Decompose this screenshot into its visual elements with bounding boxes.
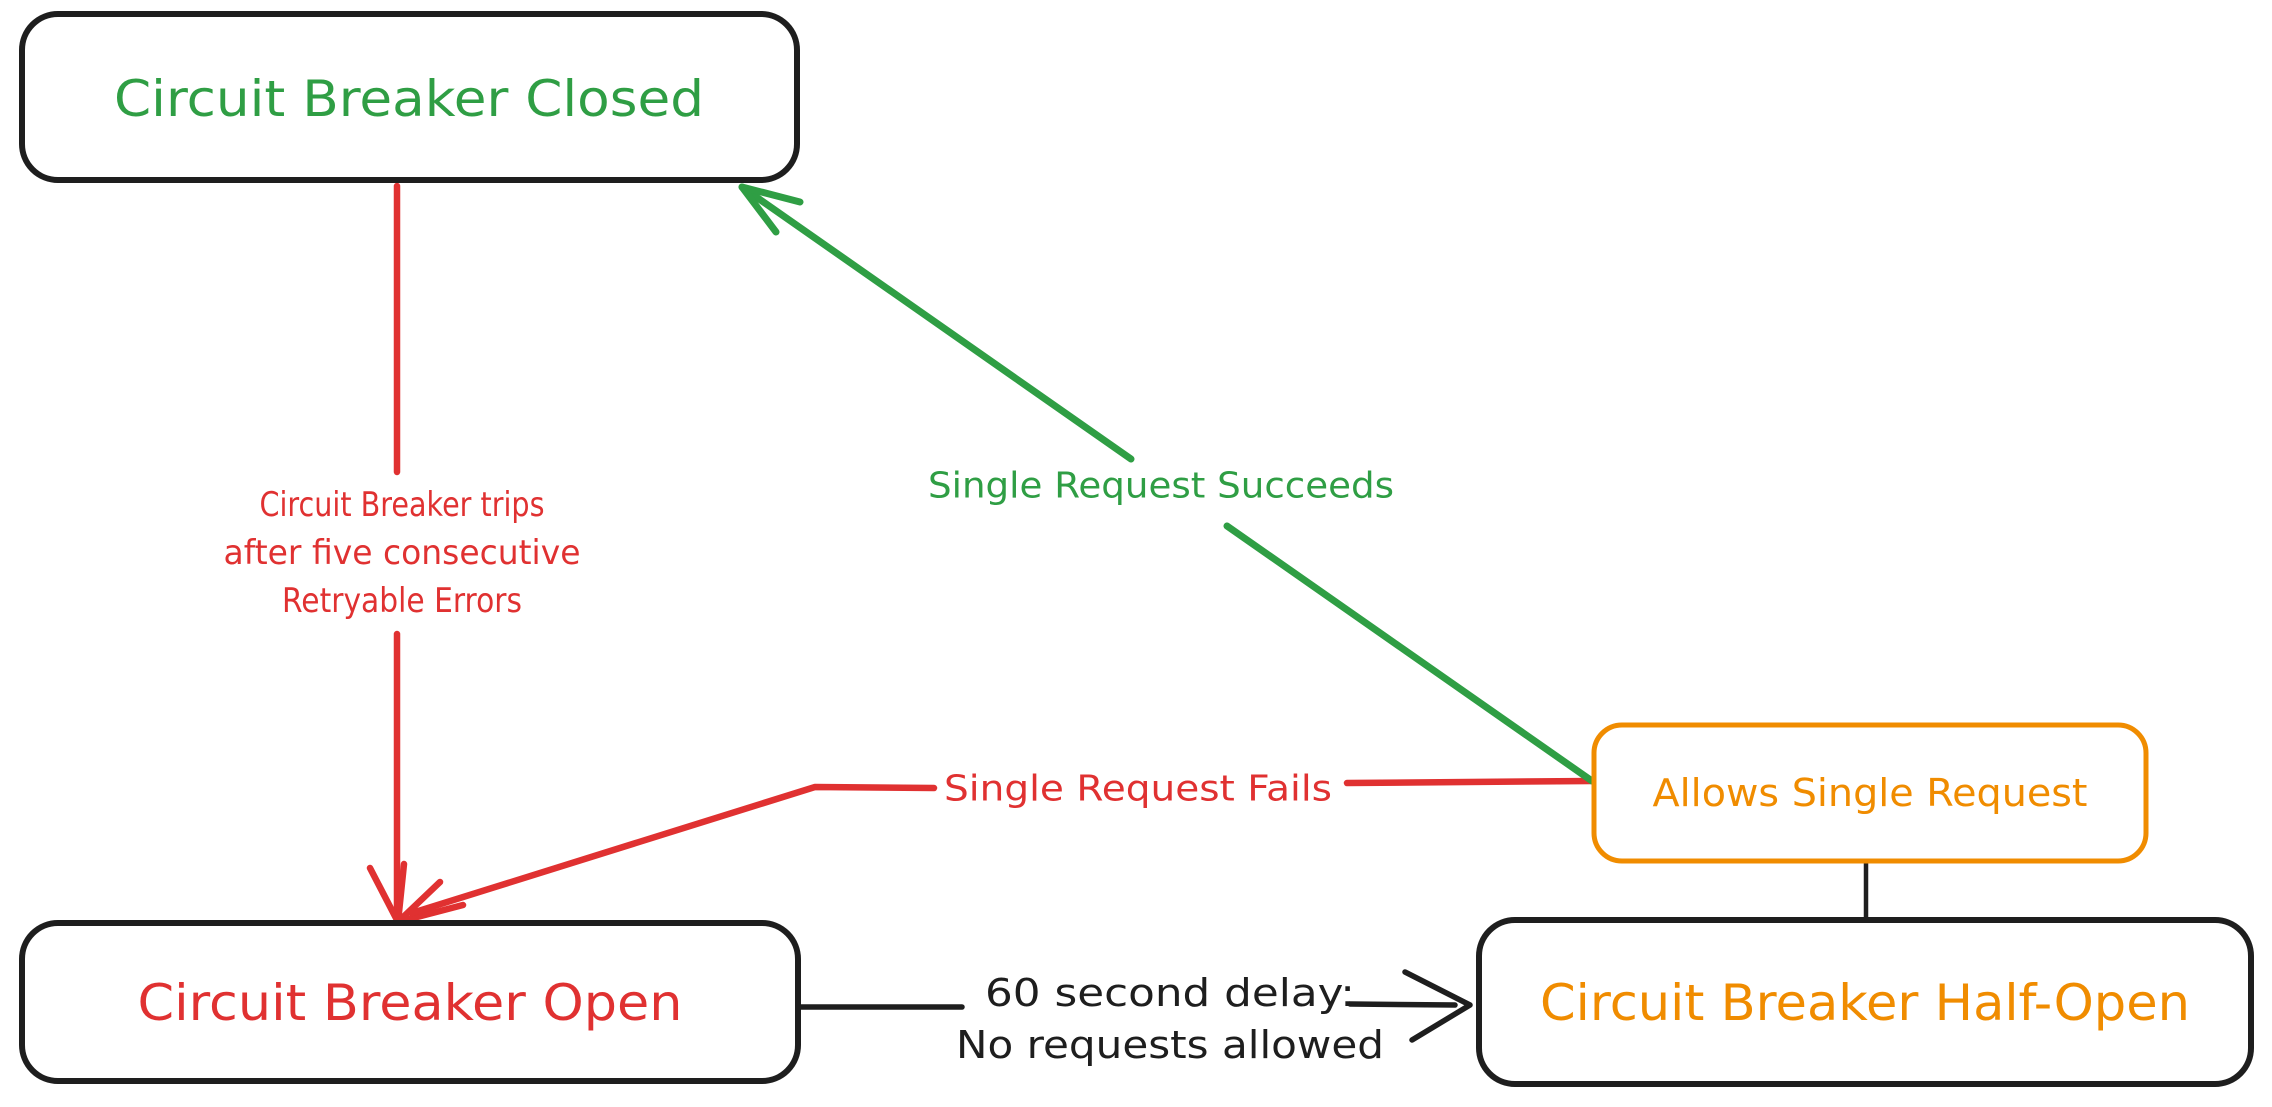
delay-label-line-1: 60 second delay: [985,971,1355,1015]
half-open-node-box [1476,917,2254,1087]
node-circuit-breaker-closed: Circuit Breaker Closed [19,11,800,183]
succeeds-label: Single Request Succeeds [928,466,1394,507]
node-allows-single-request: Allows Single Request [1591,722,2149,864]
trip-label-line-2: after five consecutive [224,533,581,573]
edge-delay [797,969,1473,1043]
delay-line-right [1347,1001,1458,1008]
node-circuit-breaker-half-open: Circuit Breaker Half-Open [1476,917,2254,1087]
open-node-title: Circuit Breaker Open [138,974,683,1032]
edge-trip [366,182,467,926]
closed-node-box [19,11,800,183]
succeeds-arrowhead-icon [738,183,804,236]
half-open-node-title: Circuit Breaker Half-Open [1540,974,2190,1032]
edge-single-request-fails [408,777,1596,917]
edge-label-delay: 60 second delay: No requests allowed [956,971,1384,1067]
allows-node-title: Allows Single Request [1653,771,2088,815]
fails-label: Single Request Fails [944,769,1332,810]
closed-node-title: Circuit Breaker Closed [114,70,704,128]
node-circuit-breaker-open: Circuit Breaker Open [19,920,801,1084]
allows-node-box [1591,722,2149,864]
delay-label-line-2: No requests allowed [956,1023,1384,1067]
succeeds-line-upper [738,183,1135,463]
delay-arrowhead-icon [1402,969,1473,1043]
edge-single-request-succeeds [738,183,1596,785]
trip-label-line-1: Circuit Breaker trips [260,485,545,525]
edge-label-trip: Circuit Breaker trips after five consecu… [224,485,581,621]
fails-line-right [1343,777,1596,787]
fails-line-left [408,783,938,917]
trip-label-line-3: Retryable Errors [282,581,522,621]
open-node-box [19,920,801,1084]
succeeds-line-lower [1223,522,1596,785]
